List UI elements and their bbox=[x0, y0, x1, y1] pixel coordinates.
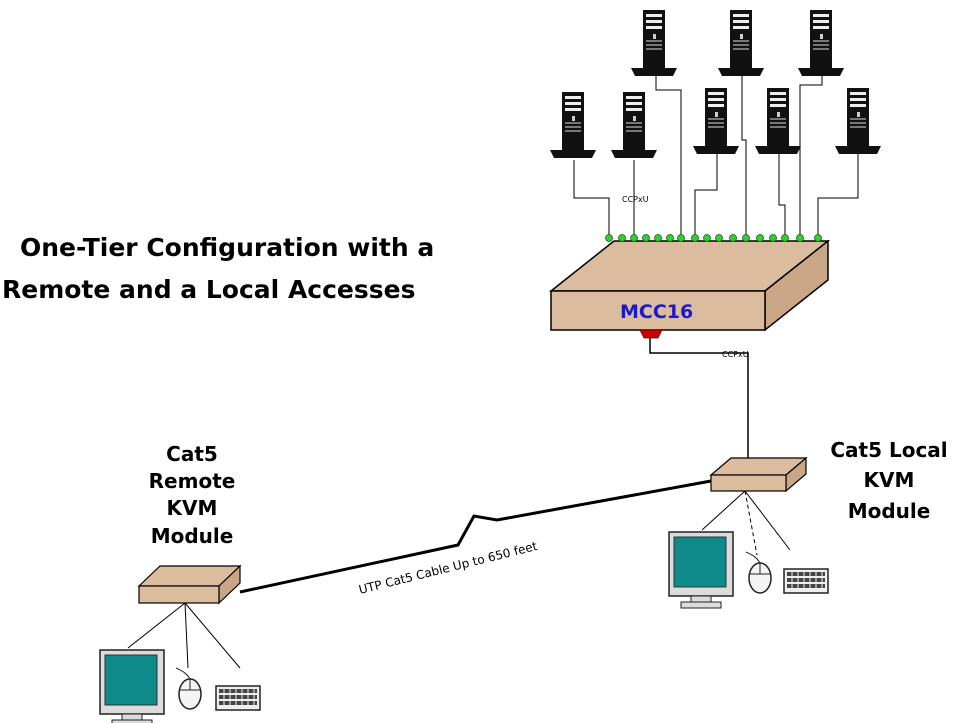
title-line-2: Remote and a Local Accesses bbox=[2, 275, 416, 304]
switch-cable bbox=[649, 337, 749, 458]
switch-ports bbox=[605, 234, 822, 242]
server-tower-icon bbox=[631, 10, 677, 76]
server-cables bbox=[573, 75, 859, 237]
server-tower-icon bbox=[718, 10, 764, 76]
local-label-line-2: KVM bbox=[864, 468, 915, 492]
server-tower-icon bbox=[798, 10, 844, 76]
keyboard-icon bbox=[215, 685, 261, 711]
server-tower-icon bbox=[550, 92, 596, 158]
utp-cable bbox=[239, 479, 712, 594]
servers bbox=[550, 10, 881, 158]
local-label-line-1: Cat5 Local bbox=[830, 438, 947, 462]
remote-label-line-3: KVM bbox=[167, 496, 218, 520]
remote-kvm-module bbox=[137, 564, 242, 605]
server-tower-icon bbox=[755, 88, 801, 154]
server-tower-icon bbox=[835, 88, 881, 154]
switch-label: MCC16 bbox=[620, 301, 693, 323]
switch-cable-label: CCPxU bbox=[722, 350, 749, 359]
red-port bbox=[639, 329, 663, 339]
switch-front bbox=[550, 290, 766, 331]
mcc16-switch: MCC16 bbox=[548, 234, 831, 339]
local-label-line-3: Module bbox=[848, 499, 931, 523]
remote-label-line-4: Module bbox=[151, 524, 234, 548]
remote-peripheral-cables bbox=[127, 602, 241, 669]
local-kvm-module bbox=[709, 456, 808, 493]
keyboard-icon bbox=[783, 568, 829, 594]
local-module-label: Cat5 Local KVM Module bbox=[830, 438, 947, 523]
server-tower-icon bbox=[693, 88, 739, 154]
mouse-icon bbox=[175, 667, 202, 710]
monitor-icon bbox=[99, 649, 165, 723]
server-cable-label: CCPxU bbox=[622, 195, 649, 204]
server-tower-icon bbox=[611, 92, 657, 158]
title-line-1: One-Tier Configuration with a bbox=[20, 233, 434, 262]
remote-label-line-2: Remote bbox=[149, 469, 236, 493]
remote-module-label: Cat5 Remote KVM Module bbox=[149, 442, 236, 548]
monitor-icon bbox=[668, 531, 734, 609]
remote-label-line-1: Cat5 bbox=[166, 442, 218, 466]
local-peripheral-cables bbox=[701, 490, 791, 556]
mouse-icon bbox=[745, 551, 772, 594]
